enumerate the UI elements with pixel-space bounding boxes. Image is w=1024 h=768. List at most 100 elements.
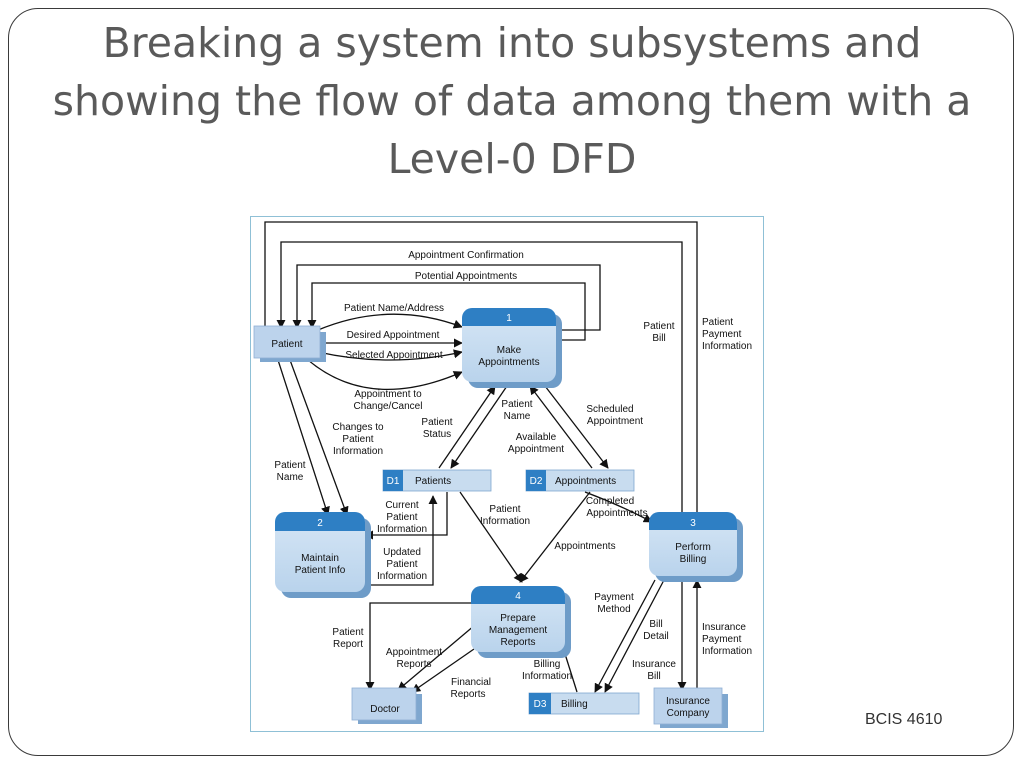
flow-patient-name-mid-line [450,385,508,469]
label-changes-patient-info-1: Changes to [332,422,384,433]
flow-available-appointment-line [529,385,593,469]
label-appointment-confirmation: Appointment Confirmation [408,250,524,261]
label-bill-detail-1: Bill [649,619,662,630]
store-d3-id: D3 [534,699,547,710]
flow-bill-detail-line [604,579,665,693]
label-scheduled-appointment-1: Scheduled [586,404,633,415]
flow-patient-name-left-line [277,359,330,516]
process-2-number: 2 [317,518,323,529]
store-d1-id: D1 [387,476,400,487]
store-d3-billing: D3 Billing [528,692,640,715]
label-financial-reports-2: Reports [450,689,485,700]
flow-appointment-reports-line [397,624,476,691]
flow-completed-appointments-line [584,491,653,523]
process-3-number: 3 [690,518,696,529]
flow-appointment-confirmation-line [276,241,683,520]
label-current-patient-info-3: Information [377,524,427,535]
entity-patient-label: Patient [271,339,302,350]
slide-frame [8,8,1014,756]
label-patient-name-left-1: Patient [274,460,305,471]
label-completed-appointments-2: Appointments [586,508,647,519]
flow-patient-information-line [459,491,523,583]
label-insurance-bill-2: Bill [647,671,660,682]
flow-patient-status-line [438,385,496,469]
label-insurance-payment-info-2: Payment [702,634,742,645]
label-current-patient-info-2: Patient [386,512,417,523]
entity-insurance-company: Insurance Company [653,687,728,728]
label-bill-detail-2: Detail [643,631,669,642]
entity-insurance-label-2: Company [667,708,710,719]
label-patient-payment-info-1: Patient [702,317,733,328]
label-patient-information-1: Patient [489,504,520,515]
label-desired-appointment: Desired Appointment [347,330,440,341]
store-d3-name: Billing [561,699,588,710]
label-patient-payment-info-3: Information [702,341,752,352]
label-appointment-reports-2: Reports [396,659,431,670]
process-2-maintain-patient-info: 2 Maintain Patient Info [275,512,371,598]
flow-patient-name-address-line [317,313,463,331]
process-3-perform-billing: 3 Perform Billing [649,512,743,582]
store-d1-name: Patients [415,476,451,487]
label-selected-appointment: Selected Appointment [345,350,443,361]
label-appointment-change-2: Change/Cancel [354,401,423,412]
flow-potential-appointments-line [292,264,601,331]
label-billing-information-1: Billing [534,659,561,670]
label-patient-name-mid-2: Name [504,411,531,422]
flow-patient-report-line [365,602,475,691]
label-updated-patient-info-2: Patient [386,559,417,570]
label-patient-status-1: Patient [421,417,452,428]
label-available-appointment-2: Appointment [508,444,564,455]
process-4-name-3: Reports [500,637,535,648]
store-d2-id: D2 [530,476,543,487]
flow-current-patient-info-line [364,492,448,540]
label-patient-report-2: Report [333,639,363,650]
flow-scheduled-appointment-line [544,385,609,469]
process-1-name-1: Make [497,345,522,356]
process-4-prepare-management-reports: 4 Prepare Management Reports [471,586,571,658]
slide-title: Breaking a system into subsystems and sh… [30,14,994,188]
process-1-name-2: Appointments [478,357,539,368]
flow-selected-feedback-line [307,282,586,341]
label-completed-appointments-1: Completed [586,496,634,507]
process-1-number: 1 [506,313,512,324]
label-patient-payment-info-2: Payment [702,329,742,340]
label-appointments: Appointments [554,541,615,552]
label-updated-patient-info-1: Updated [383,547,421,558]
process-3-name-1: Perform [675,542,711,553]
entity-insurance-label-1: Insurance [666,696,710,707]
process-3-name-2: Billing [680,554,707,565]
label-appointment-reports-1: Appointment [386,647,442,658]
process-2-name-2: Patient Info [295,565,346,576]
process-4-name-2: Management [489,625,548,636]
flow-changes-patient-info-line [289,359,349,516]
label-patient-bill-1: Patient [643,321,674,332]
label-patient-name-address: Patient Name/Address [344,303,444,314]
entity-doctor: Doctor [351,687,422,724]
title-line-2: showing the flow of data among them with… [52,77,972,125]
title-line-3: Level-0 DFD [387,135,637,183]
label-insurance-payment-info-3: Information [702,646,752,657]
flow-appointment-change-line [307,359,463,391]
label-changes-patient-info-2: Patient [342,434,373,445]
title-line-1: Breaking a system into subsystems and [102,19,922,67]
label-potential-appointments: Potential Appointments [415,271,517,282]
process-4-name-1: Prepare [500,613,536,624]
flow-payment-method-line [594,579,656,693]
label-billing-information-2: Information [522,671,572,682]
label-patient-status-2: Status [423,429,451,440]
label-scheduled-appointment-2: Appointment [587,416,643,427]
label-patient-name-mid-1: Patient [501,399,532,410]
flow-selected-appointment-line [317,349,463,361]
process-2-name-1: Maintain [301,553,339,564]
label-patient-report-1: Patient [332,627,363,638]
label-changes-patient-info-3: Information [333,446,383,457]
label-patient-bill-2: Bill [652,333,665,344]
label-insurance-bill-1: Insurance [632,659,676,670]
process-4-number: 4 [515,591,521,602]
label-payment-method-1: Payment [594,592,634,603]
store-d1-patients: D1 Patients [382,469,492,492]
entity-doctor-label: Doctor [370,704,400,715]
label-available-appointment-1: Available [516,432,557,443]
slide-footer: BCIS 4610 [865,711,943,728]
label-payment-method-2: Method [597,604,630,615]
